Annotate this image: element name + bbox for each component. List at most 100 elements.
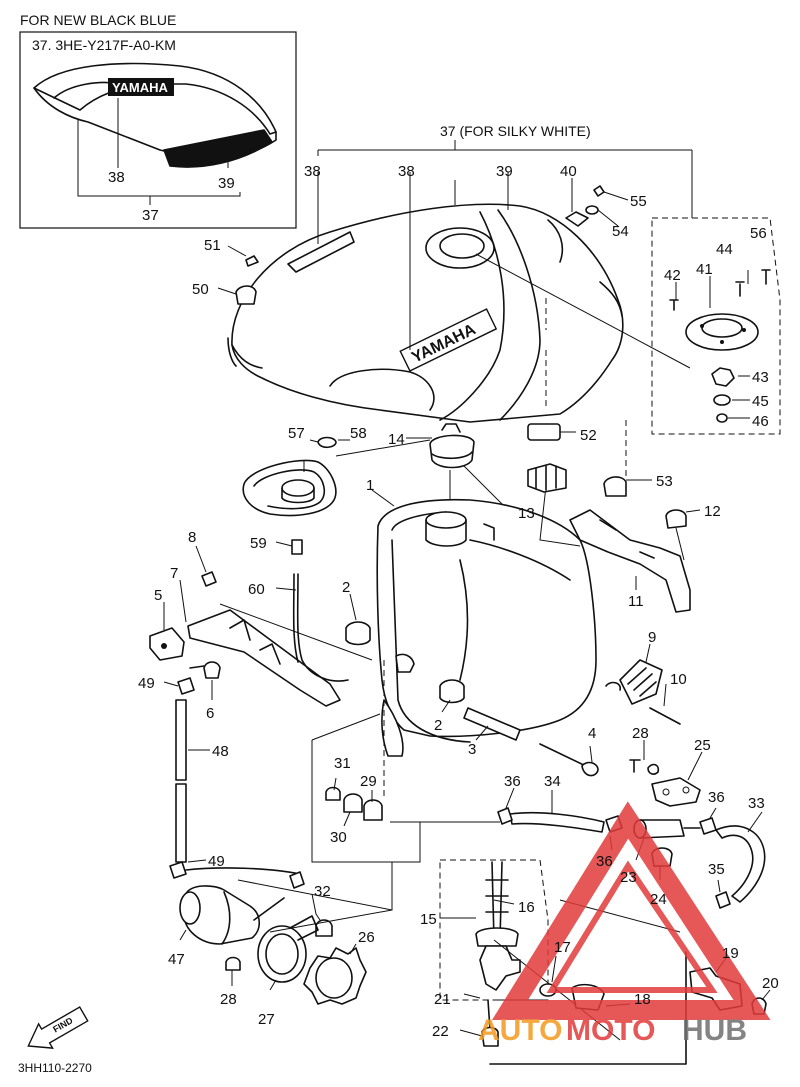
- callout-50: 50: [192, 281, 209, 298]
- fuel-pad-9: [619, 659, 663, 705]
- damper-53: [603, 476, 627, 497]
- watermark-text-moto: MOTO: [566, 1014, 655, 1047]
- callout-27: 27: [258, 1011, 275, 1028]
- crossbar: [187, 609, 341, 707]
- callout-28a: 28: [632, 725, 649, 742]
- callouts: 38 38 39 40 55 54 56 44 42 41 43 45 46 5…: [138, 163, 779, 1040]
- grommet-2a: [345, 621, 371, 646]
- callout-10: 10: [670, 671, 687, 688]
- clip-49a: [177, 677, 195, 695]
- collar-6: [203, 661, 221, 679]
- callout-57: 57: [288, 425, 305, 442]
- callout-20: 20: [762, 975, 779, 992]
- callout-22: 22: [432, 1023, 449, 1040]
- watermark: AUTO MOTO HUB: [478, 801, 771, 1047]
- callout-46: 46: [752, 413, 769, 430]
- damper-13: [527, 463, 567, 493]
- find-arrow: [27, 1006, 89, 1049]
- hose-48a: [175, 699, 187, 781]
- clip-49b: [169, 861, 187, 879]
- fuel-tank-lower: [376, 498, 597, 757]
- screw-28b: [225, 956, 241, 971]
- screw-55: [593, 185, 605, 197]
- hose-34: [509, 811, 605, 833]
- variant-label: 37 (FOR SILKY WHITE): [440, 123, 591, 139]
- callout-38a: 38: [304, 163, 321, 180]
- callout-1: 1: [366, 477, 374, 494]
- callout-49a: 49: [138, 675, 155, 692]
- callout-60: 60: [248, 581, 265, 598]
- callout-49b: 49: [208, 853, 225, 870]
- inset-code: 37. 3HE-Y217F-A0-KM: [32, 37, 176, 53]
- inset-logo-text: YAMAHA: [112, 80, 168, 95]
- callout-24: 24: [650, 891, 667, 908]
- callout-9: 9: [648, 629, 656, 646]
- watermark-text-auto: AUTO: [478, 1014, 562, 1047]
- tank-filler-opening: [425, 227, 495, 269]
- callout-52: 52: [580, 427, 597, 444]
- callout-36a: 36: [504, 773, 521, 790]
- callout-45: 45: [752, 393, 769, 410]
- inset-panel: FOR NEW BLACK BLUE 37. 3HE-Y217F-A0-KM Y…: [19, 12, 297, 229]
- washer-54: [585, 205, 599, 215]
- callout-53: 53: [656, 473, 673, 490]
- bracket-5: [149, 627, 185, 661]
- callout-43: 43: [752, 369, 769, 386]
- tank-logo-box: [399, 308, 498, 372]
- bracket-25: [651, 777, 701, 807]
- callout-17: 17: [554, 939, 571, 956]
- gasket-tray: [242, 459, 337, 517]
- clamp-36a: [497, 807, 513, 825]
- fuel-pump-47: [179, 885, 285, 945]
- screw-56: [761, 269, 771, 285]
- bolt-22: [481, 1026, 499, 1047]
- washer-46: [716, 413, 728, 423]
- bolt-51: [245, 255, 259, 267]
- callout-32: 32: [314, 883, 331, 900]
- fuel-cap-ring: [685, 313, 759, 351]
- callout-30: 30: [330, 829, 347, 846]
- pipe-3: [463, 707, 521, 741]
- tank-stripe: [287, 231, 355, 273]
- callout-42: 42: [664, 267, 681, 284]
- clamp-36c: [699, 817, 717, 835]
- callout-51: 51: [204, 237, 221, 254]
- bolt-4: [539, 743, 591, 769]
- inset-label-39: 39: [218, 175, 235, 192]
- callout-56: 56: [750, 225, 767, 242]
- hose-48b: [175, 783, 187, 863]
- callout-7: 7: [170, 565, 178, 582]
- tank-body: [231, 203, 624, 423]
- callout-2a: 2: [342, 579, 350, 596]
- fuel-tank: YAMAHA: [227, 203, 624, 423]
- bolt-31: [325, 786, 341, 801]
- callout-36b: 36: [596, 853, 613, 870]
- bolt-42: [669, 299, 679, 311]
- callout-8: 8: [188, 529, 196, 546]
- hose-33: [715, 825, 766, 903]
- callout-41: 41: [696, 261, 713, 278]
- callout-3: 3: [468, 741, 476, 758]
- clip-35: [715, 891, 731, 909]
- inset-header: FOR NEW BLACK BLUE: [20, 12, 176, 28]
- callout-36c: 36: [708, 789, 725, 806]
- callout-47: 47: [168, 951, 185, 968]
- callout-14: 14: [388, 431, 405, 448]
- callout-13: 13: [518, 505, 535, 522]
- callout-5: 5: [154, 587, 162, 604]
- callout-19: 19: [722, 945, 739, 962]
- callout-12: 12: [704, 503, 721, 520]
- damper-40: [565, 211, 589, 227]
- callout-28b: 28: [220, 991, 237, 1008]
- callout-40: 40: [560, 163, 577, 180]
- callout-21: 21: [434, 991, 451, 1008]
- callout-44: 44: [716, 241, 733, 258]
- diagram-code: 3HH110-2270: [18, 1061, 92, 1075]
- callout-31: 31: [334, 755, 351, 772]
- callout-58: 58: [350, 425, 367, 442]
- fitting-59: [291, 539, 303, 555]
- callout-4: 4: [588, 725, 596, 742]
- inset-frame: [19, 31, 297, 229]
- callout-26: 26: [358, 929, 375, 946]
- nut-43: [711, 367, 735, 387]
